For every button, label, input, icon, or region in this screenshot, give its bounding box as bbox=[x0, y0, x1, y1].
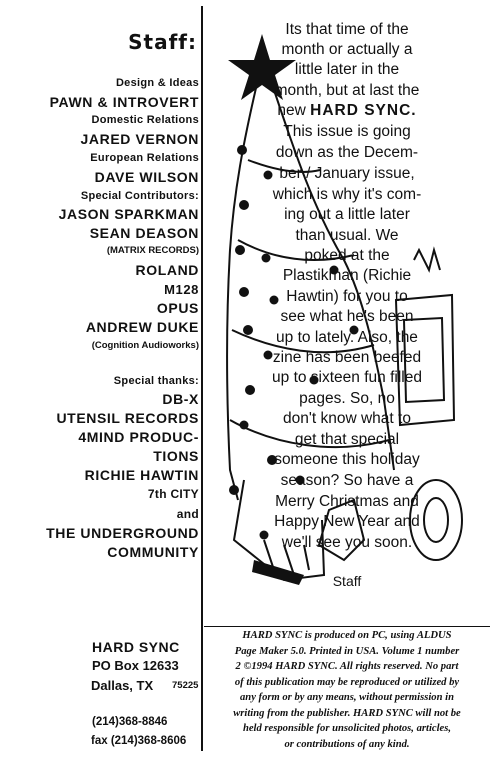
editorial-line: little later in the bbox=[294, 61, 400, 78]
thanks-entry: COMMUNITY bbox=[107, 544, 199, 560]
colophon-rule bbox=[204, 626, 490, 627]
editorial-line: Merry Christmas and bbox=[275, 493, 419, 510]
brand-name: HARD SYNC. bbox=[310, 102, 417, 119]
european-name: DAVE WILSON bbox=[94, 169, 199, 185]
thanks-entry: and bbox=[176, 507, 199, 521]
editorial-line: Its that time of the bbox=[285, 21, 409, 38]
thanks-entry: UTENSIL RECORDS bbox=[56, 410, 199, 426]
thanks-entry: RICHIE HAWTIN bbox=[84, 467, 199, 483]
editorial-line: Plastikman (Richie bbox=[282, 267, 412, 284]
editorial-line: zine has been beefed bbox=[272, 349, 422, 366]
domestic-name: JARED VERNON bbox=[80, 131, 199, 147]
special-thanks-label: Special thanks: bbox=[113, 375, 199, 387]
thanks-entry: THE UNDERGROUND bbox=[46, 525, 199, 541]
editorial-line: Hawtin) for you to bbox=[286, 288, 408, 305]
editorial-line: get that special bbox=[294, 431, 400, 448]
editorial-line: someone this holiday bbox=[274, 451, 420, 468]
editorial-line: month, but at last the bbox=[274, 82, 420, 99]
editorial-line: up to sixteen fun filled bbox=[272, 369, 422, 386]
colophon-line: 2 ©1994 HARD SYNC. All rights reserved. … bbox=[235, 661, 459, 672]
contributor-name: SEAN DEASON bbox=[89, 225, 199, 241]
contributor-affiliation: (MATRIX RECORDS) bbox=[106, 245, 199, 256]
editorial-line: we'll see you soon. bbox=[281, 534, 413, 551]
editorial-line: down as the Decem- bbox=[275, 144, 419, 161]
contributor-name: ANDREW DUKE bbox=[85, 319, 199, 335]
editorial-line: than usual. We bbox=[295, 227, 399, 244]
contributor-name: OPUS bbox=[156, 300, 199, 316]
thanks-entry: 7th CITY bbox=[147, 487, 199, 501]
address-name: HARD SYNC bbox=[92, 639, 180, 655]
thanks-entry: DB-X bbox=[162, 391, 199, 407]
fax-number: fax (214)368-8606 bbox=[91, 735, 187, 747]
editorial-line: Happy New Year and bbox=[274, 513, 420, 530]
contributor-name: ROLAND bbox=[135, 262, 199, 278]
christmas-tree-illustration bbox=[226, 34, 463, 585]
colophon-line: Page Maker 5.0. Printed in USA. Volume 1… bbox=[234, 645, 460, 657]
editorial-line: This issue is going bbox=[283, 123, 411, 140]
editorial-line: don't know what to bbox=[283, 410, 411, 427]
editorial-line: which is why it's com- bbox=[272, 186, 422, 203]
editorial-line: pages. So, no bbox=[299, 390, 395, 407]
colophon-line: of this publication may be reproduced or… bbox=[234, 676, 460, 688]
editorial-line: up to lately. Also, the bbox=[276, 329, 418, 346]
design-names: PAWN & INTROVERT bbox=[49, 94, 199, 110]
colophon-line: writing from the publisher. HARD SYNC wi… bbox=[233, 707, 461, 719]
editorial-signature: Staff bbox=[332, 573, 362, 589]
contributor-name: JASON SPARKMAN bbox=[58, 206, 199, 222]
editorial-line: poked at the bbox=[304, 247, 390, 264]
editorial-line: new bbox=[277, 102, 306, 119]
editorial-line: season? So have a bbox=[280, 472, 414, 489]
thanks-entry: 4MIND PRODUC- bbox=[78, 429, 199, 445]
thanks-entry: TIONS bbox=[153, 448, 199, 464]
colophon-line: any form or by any means, without permis… bbox=[240, 692, 454, 703]
domestic-label: Domestic Relations bbox=[91, 114, 199, 126]
european-label: European Relations bbox=[90, 152, 199, 164]
editorial-line: ing out a little later bbox=[284, 206, 410, 223]
address-zip: 75225 bbox=[172, 680, 199, 691]
contributor-affiliation: (Cognition Audioworks) bbox=[91, 340, 199, 351]
editorial-line: see what he's been bbox=[280, 308, 414, 325]
editorial-line-brand: new HARD SYNC. bbox=[204, 103, 490, 119]
design-label: Design & Ideas bbox=[115, 77, 199, 89]
colophon-line: or contributions of any kind. bbox=[284, 738, 410, 750]
colophon-line: held responsible for unsolicited photos,… bbox=[242, 723, 452, 734]
editorial-line: ber / January issue, bbox=[279, 165, 415, 182]
contributor-name: M128 bbox=[164, 282, 199, 297]
special-contributors-label: Special Contributors: bbox=[80, 190, 199, 202]
staff-heading: Staff: bbox=[128, 30, 197, 54]
address-box: PO Box 12633 bbox=[92, 658, 179, 673]
column-divider bbox=[201, 6, 203, 751]
staff-column: Staff: Design & Ideas PAWN & INTROVERT D… bbox=[0, 0, 199, 779]
phone-number: (214)368-8846 bbox=[92, 716, 168, 728]
address-city: Dallas, TX bbox=[91, 678, 154, 693]
editorial-line: month or actually a bbox=[281, 41, 413, 58]
editorial-area: Its that time of the month or actually a… bbox=[204, 0, 490, 626]
colophon-line: HARD SYNC is produced on PC, using ALDUS bbox=[242, 630, 452, 641]
